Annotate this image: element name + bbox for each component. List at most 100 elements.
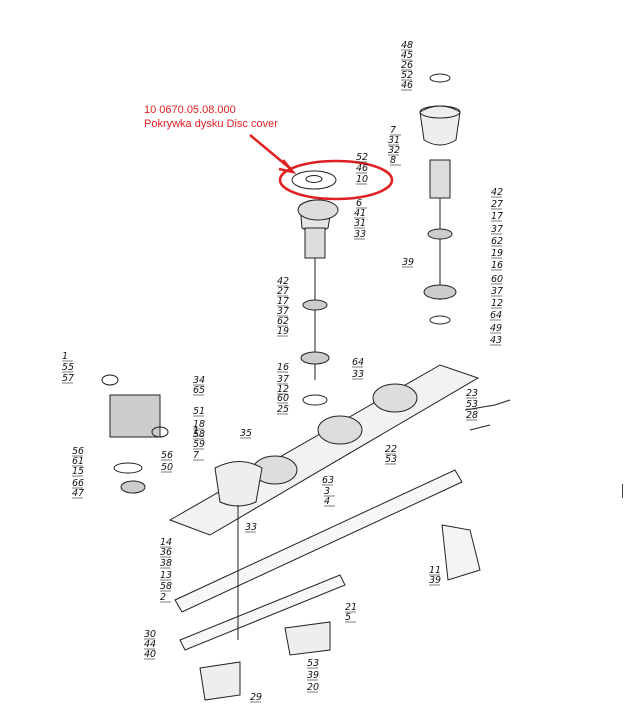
part-label-56b: 56 — [161, 450, 173, 461]
part-label-39a: 39 — [402, 257, 414, 268]
part-label-13: 13 — [160, 570, 172, 581]
part-label-51: 51 — [193, 406, 205, 417]
part-label-32: 32 — [388, 145, 400, 156]
part-label-21: 21 — [345, 602, 357, 613]
part-label-25: 25 — [277, 404, 289, 415]
part-label-7b: 7 — [193, 450, 199, 461]
part-label-12b: 12 — [277, 384, 289, 395]
part-label-23: 23 — [466, 388, 478, 399]
part-label-35: 35 — [240, 428, 252, 439]
part-label-58a: 58 — [193, 429, 205, 440]
part-label-27a: 27 — [277, 286, 289, 297]
callout-part-description: Pokrywka dysku Disc cover — [144, 118, 278, 130]
part-label-60b: 60 — [491, 274, 503, 285]
part-label-41: 41 — [354, 208, 366, 219]
part-label-44: 44 — [144, 639, 156, 650]
part-label-48: 48 — [401, 40, 413, 51]
part-label-60a: 60 — [277, 393, 289, 404]
cutter-bar-lower — [174, 469, 463, 613]
part-label-1a: 1 — [62, 351, 68, 362]
part-label-49: 49 — [490, 323, 502, 334]
skid-plate-left — [199, 661, 241, 701]
part-label-31b: 31 — [354, 218, 366, 229]
part-label-66: 66 — [72, 478, 84, 489]
part-label-47: 47 — [72, 488, 84, 499]
part-label-63: 63 — [322, 475, 334, 486]
diagram-shapes — [101, 73, 511, 701]
bracket-right — [441, 524, 481, 581]
part-label-55: 55 — [62, 362, 74, 373]
part-label-37a: 37 — [277, 306, 289, 317]
part-label-6: 6 — [356, 198, 362, 209]
part-label-16b: 16 — [491, 260, 503, 271]
part-label-12a: 12 — [491, 298, 503, 309]
part-label-33c: 33 — [245, 522, 257, 533]
top-gear-housing — [419, 105, 461, 146]
part-label-53a: 53 — [466, 399, 478, 410]
callout-arrow-head — [278, 159, 297, 174]
part-label-34: 34 — [193, 375, 205, 386]
part-label-19a: 19 — [277, 326, 289, 337]
part-label-7a: 7 — [390, 125, 396, 136]
part-label-42a: 42 — [277, 276, 289, 287]
part-label-56a: 56 — [72, 446, 84, 457]
part-label-30: 30 — [144, 629, 156, 640]
part-label-37b: 37 — [491, 224, 503, 235]
part-label-58b: 58 — [160, 581, 172, 592]
part-label-10: 10 — [356, 174, 368, 185]
part-label-33a: 33 — [354, 229, 366, 240]
part-label-17b: 17 — [491, 211, 503, 222]
part-label-39c: 39 — [307, 670, 319, 681]
cutting-disc-4 — [297, 199, 339, 221]
highlight-ellipse — [278, 159, 394, 201]
part-label-27b: 27 — [491, 199, 503, 210]
part-label-62b: 62 — [491, 236, 503, 247]
part-label-59: 59 — [193, 439, 205, 450]
part-label-38: 38 — [160, 558, 172, 569]
disc-cover-part — [291, 170, 337, 190]
part-label-43: 43 — [490, 335, 502, 346]
linkage-arm — [464, 399, 511, 411]
part-label-1b: 1 — [193, 426, 199, 437]
part-label-46a: 46 — [401, 80, 413, 91]
part-label-2: 2 — [160, 592, 166, 603]
cutting-disc-2 — [317, 415, 363, 445]
part-label-52b: 52 — [356, 152, 368, 163]
part-label-46b: 46 — [356, 163, 368, 174]
part-label-29: 29 — [250, 692, 262, 703]
part-label-45: 45 — [401, 50, 413, 61]
cutter-bar-upper — [168, 364, 480, 536]
part-label-5: 5 — [345, 612, 351, 623]
part-label-15: 15 — [72, 466, 84, 477]
part-label-39b: 39 — [429, 575, 441, 586]
part-label-16a: 16 — [277, 362, 289, 373]
part-label-22: 22 — [385, 444, 397, 455]
part-label-3: 3 — [324, 486, 330, 497]
part-label-20: 20 — [307, 682, 319, 693]
part-label-31a: 31 — [388, 135, 400, 146]
part-label-8: 8 — [390, 155, 396, 166]
cutter-blade-strip — [179, 574, 346, 651]
skid-plate — [284, 621, 331, 656]
part-label-18: 18 — [193, 419, 205, 430]
part-label-17a: 17 — [277, 296, 289, 307]
edge-tick-mark — [622, 484, 623, 498]
callout-part-code: 10 0670.05.08.000 — [144, 104, 236, 116]
gearbox-left — [109, 394, 161, 438]
part-label-64a: 64 — [490, 310, 502, 321]
part-label-65: 65 — [193, 385, 205, 396]
part-label-64b: 64 — [352, 357, 364, 368]
part-label-33b: 33 — [352, 369, 364, 380]
part-label-36: 36 — [160, 547, 172, 558]
left-drum — [214, 461, 263, 507]
part-label-37c: 37 — [491, 286, 503, 297]
part-label-61: 61 — [72, 456, 84, 467]
part-label-62a: 62 — [277, 316, 289, 327]
part-label-14: 14 — [160, 537, 172, 548]
part-label-11: 11 — [429, 565, 441, 576]
part-label-40: 40 — [144, 649, 156, 660]
cutting-disc-3 — [372, 383, 418, 413]
part-label-37d: 37 — [277, 374, 289, 385]
part-label-42b: 42 — [491, 187, 503, 198]
part-label-4: 4 — [324, 496, 330, 507]
